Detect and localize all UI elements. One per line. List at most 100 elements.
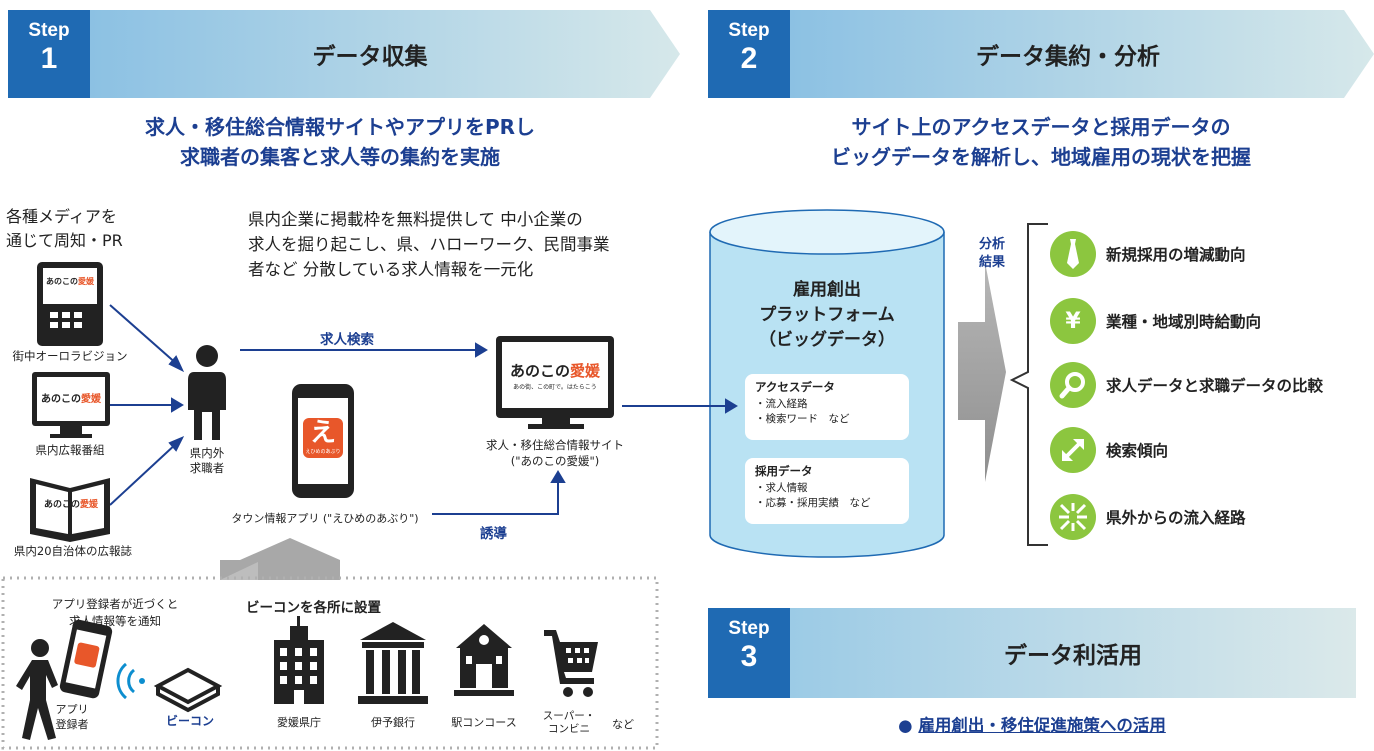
step1-word: Step: [28, 20, 70, 41]
media-label-tv: 県内広報番組: [35, 443, 105, 457]
building-icon: [274, 616, 324, 704]
step3-item: ● 雇用創出・移住促進施策への活用: [708, 712, 1356, 736]
result-label-3: 検索傾向: [1106, 442, 1169, 460]
magazine-logo: あのこの愛媛: [43, 500, 99, 510]
result-label-4: 県外からの流入経路: [1106, 509, 1246, 527]
step2-banner-shape: [790, 10, 1374, 98]
site-logo-sub: あの街、この町で。はたらこう: [513, 384, 597, 391]
access-title: アクセスデータ: [755, 380, 835, 394]
job-seeker-label: 県内外 求職者: [177, 446, 237, 476]
analysis-line2: 結果: [978, 255, 1005, 270]
step2-number: 2: [740, 42, 758, 75]
station-icon: [454, 624, 514, 696]
result-comparison: 求人データと求職データの比較: [1050, 362, 1323, 408]
notify-line2: 求人情報等を通知: [69, 614, 161, 628]
access-item1: ・流入経路: [755, 398, 808, 410]
notify-line1: アプリ登録者が近づくと: [51, 597, 179, 611]
monitor-icon: [496, 336, 614, 429]
step2-badge: Step 2: [708, 10, 790, 98]
guide-label: 誘導: [480, 526, 507, 542]
user-phone-icon: [59, 619, 113, 699]
signal-icon: [116, 662, 145, 700]
step1-description: 県内企業に掲載枠を無料提供して 中小企業の 求人を掘り起こし、県、ハローワーク、…: [248, 207, 610, 282]
media-text-line1: 各種メディアを: [6, 207, 117, 226]
beacon-panel: [1, 576, 659, 750]
platform-title: 雇用創出 プラットフォーム （ビッグデータ）: [710, 278, 944, 353]
result-label-0: 新規採用の増減動向: [1106, 246, 1246, 264]
step1-subhead: 求人・移住総合情報サイトやアプリをPRし 求職者の集客と求人等の集約を実施: [0, 112, 680, 172]
result-search-trend: 検索傾向: [1050, 427, 1168, 473]
app-label: タウン情報アプリ ("えひめのあぶり"): [231, 512, 419, 525]
step1-title: データ収集: [312, 44, 428, 70]
media-text-line2: 通じて周知・PR: [6, 231, 123, 250]
aurora-vision-icon: [37, 262, 103, 346]
site-label: 求人・移住総合情報サイト ("あのこの愛媛"): [470, 437, 640, 469]
job-search-label: 求人検索: [320, 332, 374, 348]
app-icon-sub: えひめのあぶり: [305, 449, 341, 455]
result-hiring-trend: 新規採用の増減動向: [1050, 231, 1246, 277]
job-seeker-icon: [188, 345, 226, 440]
step1-banner-shape: [90, 10, 680, 98]
beacon-notify: アプリ登録者が近づくと 求人情報等を通知: [40, 596, 190, 630]
media-label-magazine: 県内20自治体の広報誌: [13, 544, 133, 558]
aurora-logo: あのこの愛媛: [46, 277, 94, 286]
diagonal-arrows-icon: [1050, 427, 1096, 473]
place-etc: など: [612, 718, 634, 731]
desc-line2: 求人を掘り起こし、県、ハローワーク、民間事業: [248, 235, 610, 254]
site-logo: あのこの愛媛: [509, 362, 601, 380]
place-label-bank: 伊予銀行: [371, 716, 415, 729]
step1-subhead-line2: 求職者の集客と求人等の集約を実施: [180, 145, 500, 169]
step3-word: Step: [728, 618, 770, 639]
hire-data-card: 採用データ ・求人情報 ・応募・採用実績 など: [745, 458, 909, 524]
step1-subhead-line1: 求人・移住総合情報サイトやアプリをPRし: [144, 115, 536, 139]
app-user-line1: アプリ: [55, 703, 89, 716]
platform-line3: （ビッグデータ）: [759, 330, 895, 350]
hire-item2: ・応募・採用実績 など: [755, 497, 871, 509]
yen-icon: ¥: [1050, 298, 1096, 344]
step1-number: 1: [40, 42, 58, 75]
beacon-install-title: ビーコンを各所に設置: [246, 600, 381, 616]
site-label-line2: ("あのこの愛媛"): [510, 454, 600, 468]
app-user-line2: 登録者: [55, 718, 89, 731]
result-label-2: 求人データと求職データの比較: [1106, 377, 1324, 395]
analysis-arrow: [958, 262, 1006, 482]
platform-line1: 雇用創出: [793, 280, 861, 300]
tie-icon: [1050, 231, 1096, 277]
app-user-icon: [16, 639, 58, 740]
access-data-card: アクセスデータ ・流入経路 ・検索ワード など: [745, 374, 909, 440]
magnifier-icon: [1050, 362, 1096, 408]
desc-line3: 者など 分散している求人情報を一元化: [248, 260, 534, 279]
step3-number: 3: [740, 640, 758, 673]
results-bracket: [1009, 223, 1048, 546]
beacon-device-icon: [153, 667, 223, 713]
step1-badge: Step 1: [8, 10, 90, 98]
step2-subhead: サイト上のアクセスデータと採用データの ビッグデータを解析し、地域雇用の現状を把…: [708, 112, 1374, 172]
step2-subhead-line2: ビッグデータを解析し、地域雇用の現状を把握: [831, 145, 1251, 169]
access-item2: ・検索ワード など: [755, 413, 850, 425]
step2-word: Step: [728, 20, 770, 41]
step3-badge: Step 3: [708, 608, 790, 698]
step3-bullet: ●: [898, 716, 913, 735]
tv-icon: [32, 372, 110, 438]
step2-subhead-line1: サイト上のアクセスデータと採用データの: [851, 115, 1231, 139]
platform-line2: プラットフォーム: [759, 305, 895, 325]
tv-logo: あのこの愛媛: [41, 394, 101, 405]
media-label-aurora: 街中オーロラビジョン: [12, 349, 128, 363]
smartphone-icon: [292, 384, 354, 498]
converge-arrows-icon: [1050, 494, 1096, 540]
app-icon-char: え: [309, 418, 336, 448]
bank-icon: [358, 622, 428, 704]
media-text: 各種メディアを 通じて周知・PR: [6, 205, 123, 253]
job-seeker-line1: 県内外: [189, 446, 225, 460]
app-user-label: アプリ 登録者: [52, 702, 92, 732]
hire-item1: ・求人情報: [755, 482, 808, 494]
place-label-station: 駅コンコース: [451, 716, 517, 729]
step3-item-text: 雇用創出・移住促進施策への活用: [918, 716, 1166, 735]
cart-icon: [544, 630, 598, 697]
analysis-label: 分析 結果: [972, 236, 1012, 272]
result-wage-trend: ¥ 業種・地域別時給動向: [1050, 298, 1261, 344]
desc-line1: 県内企業に掲載枠を無料提供して 中小企業の: [248, 210, 583, 229]
step3-title: データ利活用: [1004, 643, 1142, 669]
result-label-1: 業種・地域別時給動向: [1106, 313, 1262, 331]
